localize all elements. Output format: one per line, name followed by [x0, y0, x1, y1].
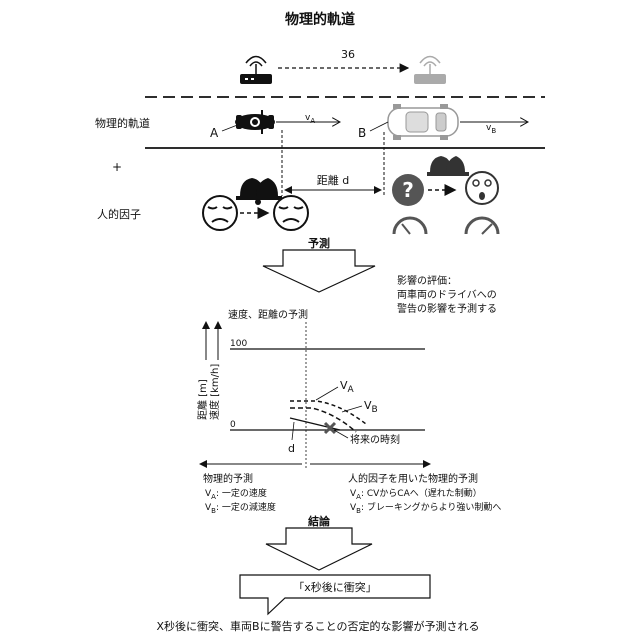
evaluation-line-2: 両車両のドライバへの [397, 288, 497, 301]
row-label-human: 人的因子 [97, 207, 141, 221]
predict-arrow [263, 250, 375, 292]
bell-icon [236, 178, 282, 205]
car-icon [388, 104, 458, 140]
vehicle-a-label: A [210, 126, 219, 140]
graph-vb-leader [342, 406, 362, 412]
router-icon-a [240, 57, 272, 85]
predict-label: 予測 [308, 236, 330, 250]
svg-text:?: ? [402, 178, 414, 202]
evaluation-line-1: 影響の評価： [397, 274, 457, 287]
right-pred-va: VA: CVからCAへ（遅れた制動） [350, 487, 482, 501]
velocity-a-label: vA [305, 113, 315, 125]
vehicle-b-leader [370, 122, 388, 131]
d-leader [292, 422, 294, 440]
question-icon: ? [392, 174, 424, 206]
left-pred-title: 物理的予測 [203, 472, 253, 485]
right-pred-title: 人的因子を用いた物理的予測 [348, 472, 478, 485]
comm-link-ref: 36 [341, 48, 355, 61]
graph-va-leader [316, 387, 338, 400]
distance-label: 距離 d [317, 173, 349, 187]
graph-top-label: 速度、距離の予測 [228, 308, 308, 321]
future-time-label: 将来の時刻 [350, 433, 400, 446]
velocity-b-label: vB [486, 123, 496, 135]
bell-icon-b [427, 156, 469, 176]
row-label-physical: 物理的軌道 [95, 116, 150, 130]
left-pred-vb: VB: 一定の減速度 [205, 501, 276, 515]
right-pred-vb: VB: ブレーキングからより強い制動へ [350, 501, 501, 515]
motorbike-icon [235, 110, 275, 134]
conclusion-arrow [266, 528, 372, 570]
y-label-speed: 速度 [km/h] [208, 364, 221, 420]
evaluation-line-3: 警告の影響を予測する [397, 302, 497, 315]
page-title: 物理的軌道 [285, 11, 355, 28]
y-label-distance: 距離 [m] [196, 379, 209, 420]
tick-0: 0 [230, 420, 236, 430]
future-time-leader [334, 430, 348, 438]
vehicle-b-label: B [358, 126, 366, 140]
tick-100: 100 [230, 339, 247, 349]
graph-vb-label: VB [364, 399, 378, 415]
tired-face-icon [274, 196, 308, 230]
speedometer-icon-slow [394, 218, 426, 234]
surprised-face-icon [466, 172, 498, 204]
router-icon-b [414, 57, 446, 85]
sad-face-icon [203, 196, 237, 230]
speedometer-icon-fast [466, 218, 498, 234]
left-pred-va: VA: 一定の速度 [205, 487, 267, 501]
d-label: d [288, 442, 295, 455]
callout-text: 「x秒後に衝突」 [293, 580, 377, 594]
graph-va-label: VA [340, 379, 355, 395]
plus-sign: + [112, 160, 122, 174]
footer-text: X秒後に衝突、車両Bに警告することの否定的な影響が予測される [157, 619, 480, 633]
conclusion-label: 結論 [308, 514, 331, 528]
